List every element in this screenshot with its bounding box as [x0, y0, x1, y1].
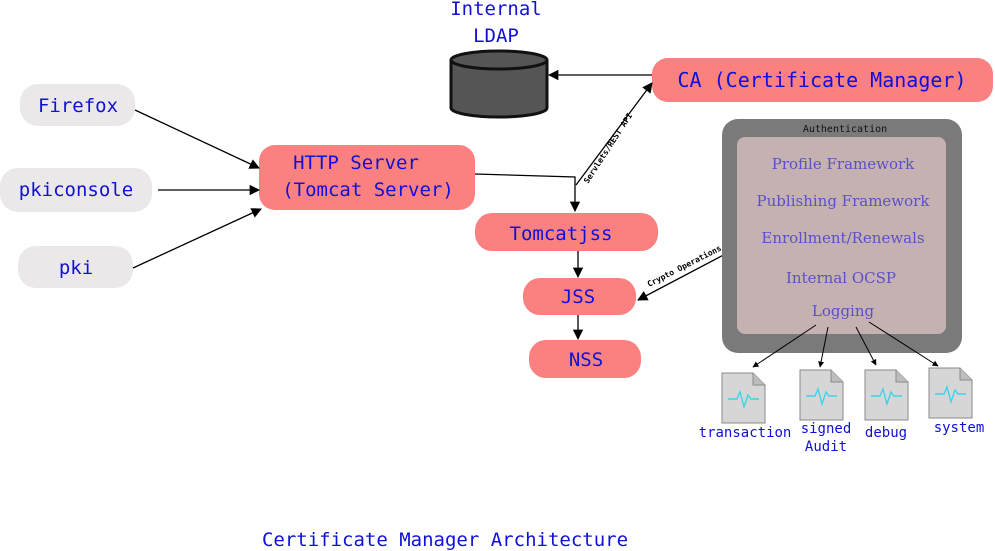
client-firefox-label: Firefox [38, 95, 118, 117]
internal-ldap: Internal LDAP [449, 0, 549, 119]
diagram-title: Certificate Manager Architecture [262, 529, 628, 551]
edge-logging-signed [818, 326, 829, 368]
edge-label-servlets: Servlets/REST API [582, 111, 634, 185]
auth-item-logging: Logging [812, 302, 875, 320]
client-firefox: Firefox [20, 84, 135, 126]
log-label-signed-line1: signed [801, 421, 852, 437]
edge-http-tomcatjss [474, 173, 581, 213]
log-label-debug: debug [865, 425, 907, 441]
client-pki: pki [18, 246, 133, 288]
auth-item-ocsp: Internal OCSP [786, 269, 896, 287]
auth-item-enrollment: Enrollment/Renewals [761, 229, 924, 247]
jss-node: JSS [523, 278, 636, 315]
client-pkiconsole-label: pkiconsole [19, 179, 133, 201]
ca-node: CA (Certificate Manager) [652, 58, 993, 102]
edge-logging-system [868, 321, 939, 367]
edge-label-crypto: Crypto Operations [645, 243, 723, 289]
client-pki-label: pki [59, 257, 93, 279]
client-pkiconsole: pkiconsole [0, 168, 152, 212]
authentication-header: Authentication [803, 124, 887, 135]
http-server-node: HTTP Server (Tomcat Server) [259, 145, 475, 210]
auth-item-publishing: Publishing Framework [757, 192, 931, 210]
debug-log-file-icon [864, 369, 909, 421]
edge-firefox-http [134, 109, 260, 169]
nss-node: NSS [529, 340, 641, 378]
edge-logging-transaction [752, 324, 817, 368]
transaction-log-file-icon [721, 372, 766, 424]
auth-item-profile: Profile Framework [772, 155, 915, 173]
http-server-label-line2: (Tomcat Server) [282, 179, 454, 201]
system-log-file-icon [928, 367, 973, 419]
jss-label: JSS [561, 286, 595, 308]
tomcatjss-node: Tomcatjss [475, 213, 658, 251]
log-label-transaction: transaction [699, 425, 792, 441]
edge-logging-debug [855, 326, 877, 366]
log-label-signed-line2: Audit [805, 439, 847, 455]
authentication-panel: Authentication Profile Framework Publish… [722, 119, 962, 353]
http-server-label-line1: HTTP Server [293, 152, 419, 174]
log-label-system: system [934, 420, 985, 436]
edge-servlets-ca [575, 82, 653, 186]
ldap-label-line2: LDAP [473, 25, 519, 47]
tomcatjss-label: Tomcatjss [510, 223, 613, 245]
database-icon [449, 49, 549, 119]
edge-pki-http [132, 208, 262, 269]
nss-label: NSS [569, 349, 603, 371]
signed-audit-log-file-icon [799, 369, 844, 421]
ca-label: CA (Certificate Manager) [678, 68, 967, 92]
ldap-label-line1: Internal [450, 0, 542, 20]
